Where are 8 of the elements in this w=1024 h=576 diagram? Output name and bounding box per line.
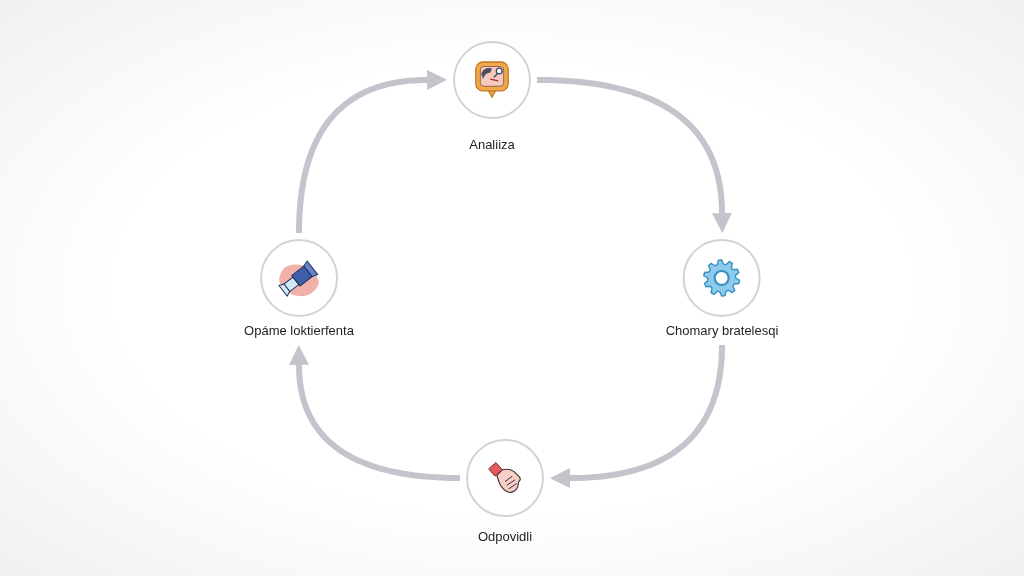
cycle-arrow: [536, 77, 732, 233]
node-label: Analiiza: [469, 137, 515, 153]
node-label: Odpovidli: [477, 529, 533, 545]
cycle-arrow: [289, 345, 461, 481]
node-label: Opáme loktierfenta: [244, 323, 354, 339]
cycle-arrow: [296, 70, 447, 234]
cycle-arrow: [550, 344, 725, 488]
node-label: Chomary bratelesqi: [665, 323, 779, 339]
